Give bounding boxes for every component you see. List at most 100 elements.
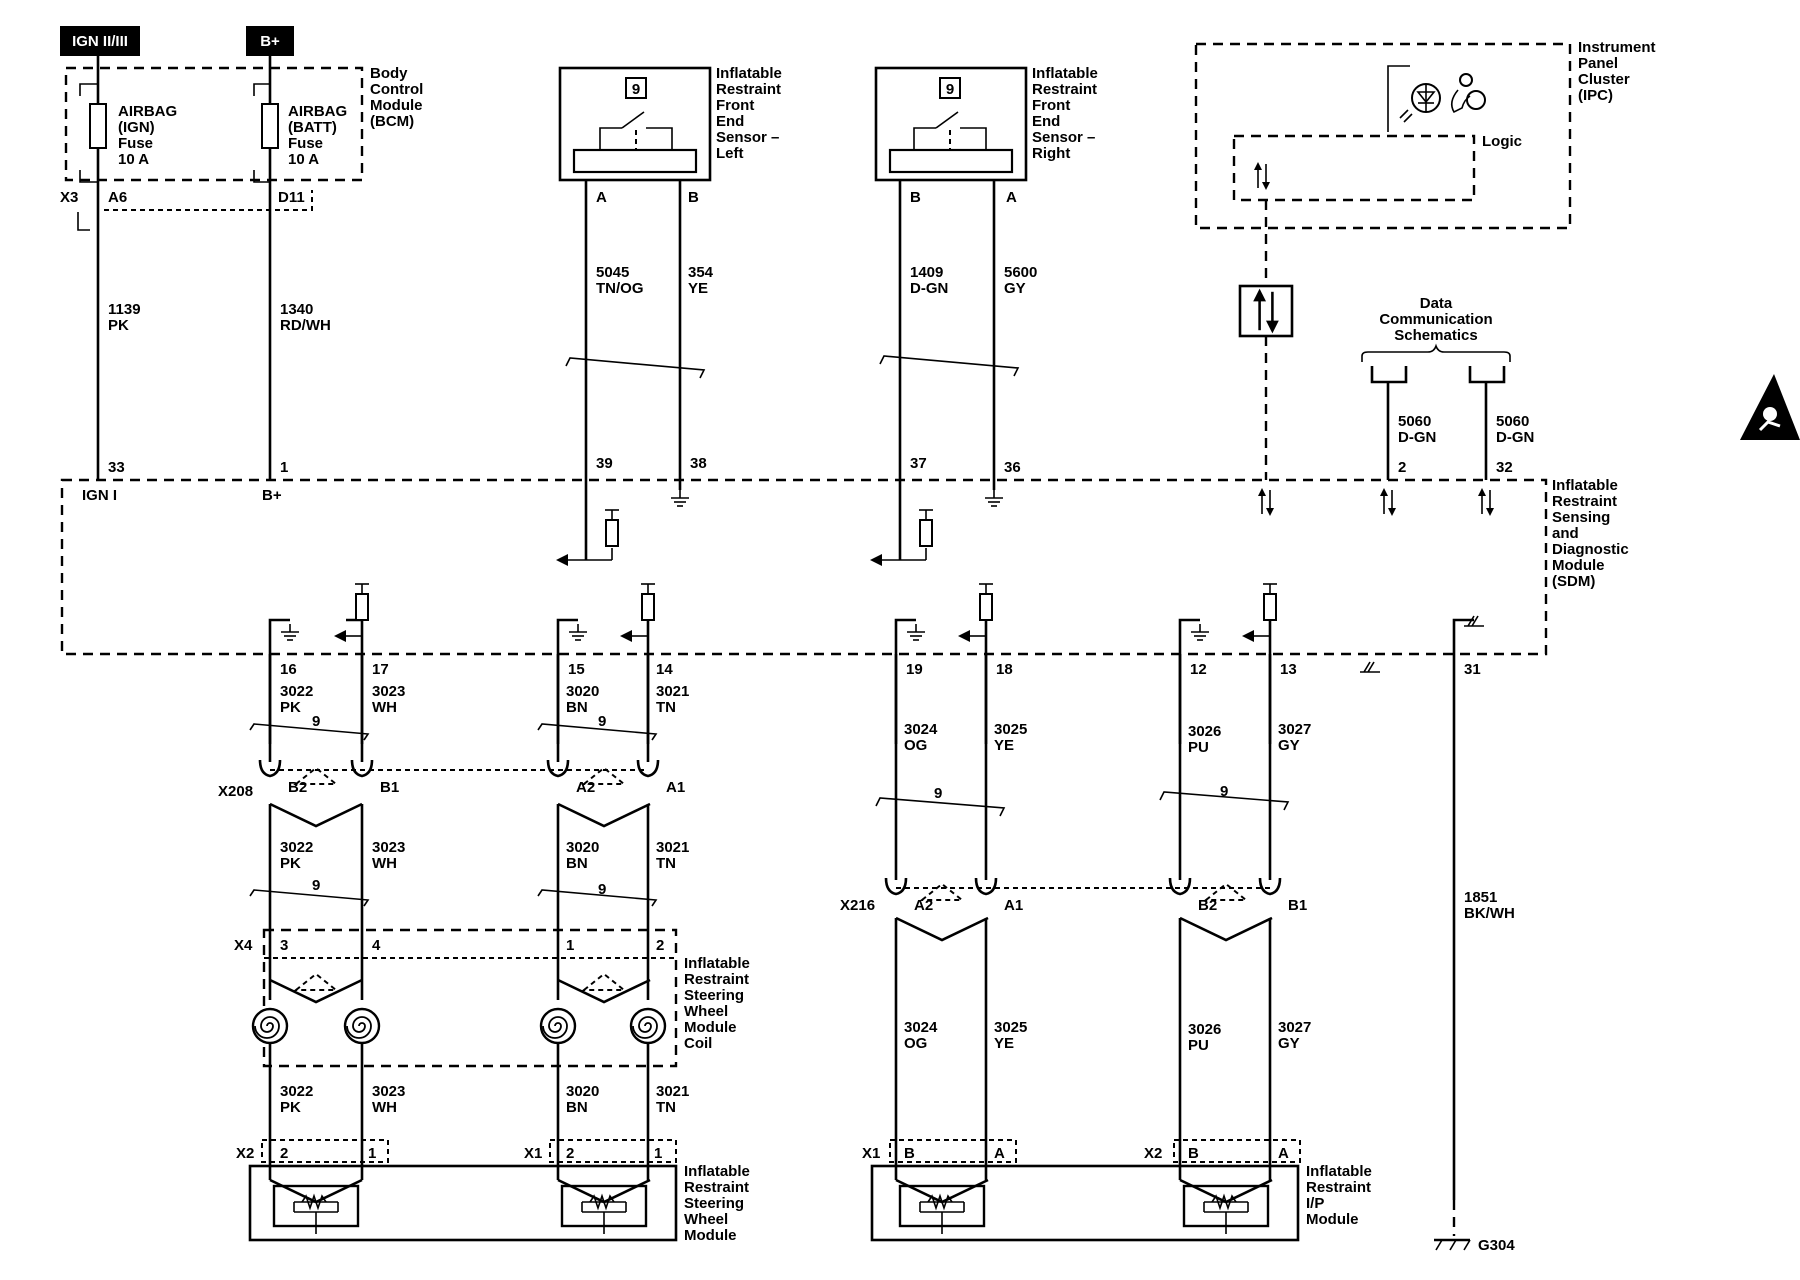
sdm-pin-32: 32 <box>1496 459 1513 476</box>
svg-text:TN/OG: TN/OG <box>596 280 644 297</box>
svg-text:3023: 3023 <box>372 1083 405 1100</box>
svg-text:PK: PK <box>108 317 129 334</box>
twisted-pair-label: 9 <box>312 713 320 730</box>
x216-pin-a2: A2 <box>914 897 933 914</box>
sdm-batt-input-label: B+ <box>262 487 282 504</box>
svg-text:Control: Control <box>370 81 423 98</box>
svg-text:Inflatable: Inflatable <box>1552 477 1618 494</box>
svg-text:Schematics: Schematics <box>1394 327 1477 344</box>
x1-connector-label: X1 <box>524 1145 542 1162</box>
svg-text:A: A <box>994 1145 1005 1162</box>
svg-text:AIRBAG: AIRBAG <box>118 103 177 120</box>
wire-3023-label: 3023 <box>372 683 405 700</box>
sdm-pin-13: 13 <box>1280 661 1297 678</box>
svg-text:PK: PK <box>280 1099 301 1116</box>
airbag-squib-icon <box>560 1184 648 1236</box>
sdm-title: Inflatable Restraint Sensing and Diagnos… <box>1552 477 1629 590</box>
svg-text:3020: 3020 <box>566 1083 599 1100</box>
svg-text:Fuse: Fuse <box>118 135 153 152</box>
svg-text:Sensor –: Sensor – <box>1032 129 1095 146</box>
svg-text:3020: 3020 <box>566 839 599 856</box>
svg-text:1: 1 <box>654 1145 662 1162</box>
sdm-pin-12: 12 <box>1190 661 1207 678</box>
airbag-squib-icon <box>1182 1184 1270 1236</box>
sdm-ign-input-label: IGN I <box>82 487 117 504</box>
front-sensor-left: 9 <box>558 66 712 182</box>
svg-text:Fuse: Fuse <box>288 135 323 152</box>
svg-text:10 A: 10 A <box>118 151 149 168</box>
batt-power-box: B+ <box>246 26 294 56</box>
front-sensor-right-title: Inflatable Restraint Front End Sensor – … <box>1032 65 1098 162</box>
twisted-pair-label: 9 <box>598 713 606 730</box>
wire-3020-label: 3020 <box>566 683 599 700</box>
svg-text:5045: 5045 <box>596 264 629 281</box>
svg-text:9: 9 <box>1220 783 1228 800</box>
front-sensor-left-title: Inflatable Restraint Front End Sensor – … <box>716 65 782 162</box>
sdm-box <box>60 478 1548 656</box>
svg-text:BN: BN <box>566 699 588 716</box>
x208-connector <box>258 758 660 828</box>
svg-text:Inflatable: Inflatable <box>1032 65 1098 82</box>
svg-text:5600: 5600 <box>1004 264 1037 281</box>
svg-text:GY: GY <box>1278 1035 1300 1052</box>
wire-1139-label: 1139 PK <box>108 301 141 334</box>
ip-module-title: Inflatable Restraint I/P Module <box>1306 1163 1372 1228</box>
steering-mid-wires <box>268 804 650 1000</box>
svg-text:BK/WH: BK/WH <box>1464 905 1515 922</box>
svg-text:AIRBAG: AIRBAG <box>288 103 347 120</box>
data-comm-connector-right <box>1468 366 1506 384</box>
wire-1409-label: 1409 D-GN <box>910 264 948 297</box>
svg-text:Instrument: Instrument <box>1578 39 1656 56</box>
x4-pin-2: 2 <box>656 937 664 954</box>
wire-3024-label: 3024 <box>904 721 938 738</box>
svg-text:PU: PU <box>1188 1037 1209 1054</box>
svg-text:YE: YE <box>994 1035 1014 1052</box>
front-sensor-left-icon: 9 <box>632 81 640 98</box>
svg-text:I/P: I/P <box>1306 1195 1324 1212</box>
x216-pin-b2: B2 <box>1198 897 1217 914</box>
svg-text:YE: YE <box>994 737 1014 754</box>
x2-connector-label: X2 <box>236 1145 254 1162</box>
front-right-pin-b: B <box>910 189 921 206</box>
svg-text:(IGN): (IGN) <box>118 119 155 136</box>
wire-354-label: 354 YE <box>688 264 714 297</box>
twisted-pair-marker <box>565 357 706 379</box>
svg-text:Module: Module <box>1306 1211 1359 1228</box>
ground-g304-label: G304 <box>1478 1237 1515 1254</box>
ground-symbol-icon <box>1434 1238 1471 1251</box>
sdm-pin-1: 1 <box>280 459 288 476</box>
svg-text:D-GN: D-GN <box>1398 429 1436 446</box>
wire-5600-label: 5600 GY <box>1004 264 1037 297</box>
wire-5060-b-label: 5060 D-GN <box>1496 413 1534 446</box>
x4-pin-1: 1 <box>566 937 574 954</box>
svg-text:PK: PK <box>280 855 301 872</box>
steering-wheel-module <box>248 1139 678 1242</box>
serial-data-icon-box <box>1238 284 1294 338</box>
airbag-warning-icon <box>1450 73 1486 114</box>
svg-text:1: 1 <box>368 1145 376 1162</box>
wire-1340-label: 1340 RD/WH <box>280 301 331 334</box>
front-sensor-right: 9 <box>874 66 1028 182</box>
x208-pin-b1: B1 <box>380 779 399 796</box>
svg-text:2: 2 <box>280 1145 288 1162</box>
svg-text:Module: Module <box>1552 557 1605 574</box>
svg-text:Communication: Communication <box>1379 311 1492 328</box>
wire-5045-label: 5045 TN/OG <box>596 264 644 297</box>
svg-text:5060: 5060 <box>1496 413 1529 430</box>
svg-text:Diagnostic: Diagnostic <box>1552 541 1629 558</box>
airbag-squib-icon <box>898 1184 986 1236</box>
svg-text:3025: 3025 <box>994 1019 1027 1036</box>
steering-upper-wires <box>268 654 650 762</box>
x3-pin-a6: A6 <box>108 189 127 206</box>
ign-fuse <box>89 103 107 149</box>
svg-text:BN: BN <box>566 855 588 872</box>
x208-pin-b2: B2 <box>288 779 307 796</box>
svg-text:3022: 3022 <box>280 839 313 856</box>
svg-text:TN: TN <box>656 855 676 872</box>
svg-text:OG: OG <box>904 1035 927 1052</box>
svg-text:OG: OG <box>904 737 927 754</box>
ign-fuse-label: AIRBAG (IGN) Fuse 10 A <box>118 103 177 168</box>
svg-text:9: 9 <box>934 785 942 802</box>
svg-text:BN: BN <box>566 1099 588 1116</box>
